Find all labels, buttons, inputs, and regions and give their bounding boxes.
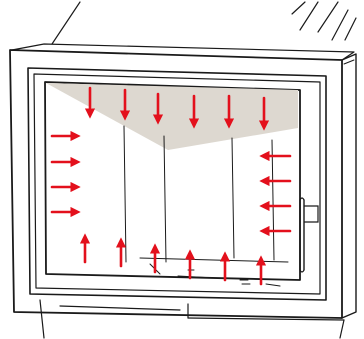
door-handle	[300, 198, 318, 272]
smoke-shading	[46, 83, 298, 150]
glass-reflection-lines	[124, 126, 274, 262]
chimney-lines	[52, 2, 356, 44]
stove-base	[40, 300, 344, 338]
firebox-floor	[140, 258, 288, 286]
